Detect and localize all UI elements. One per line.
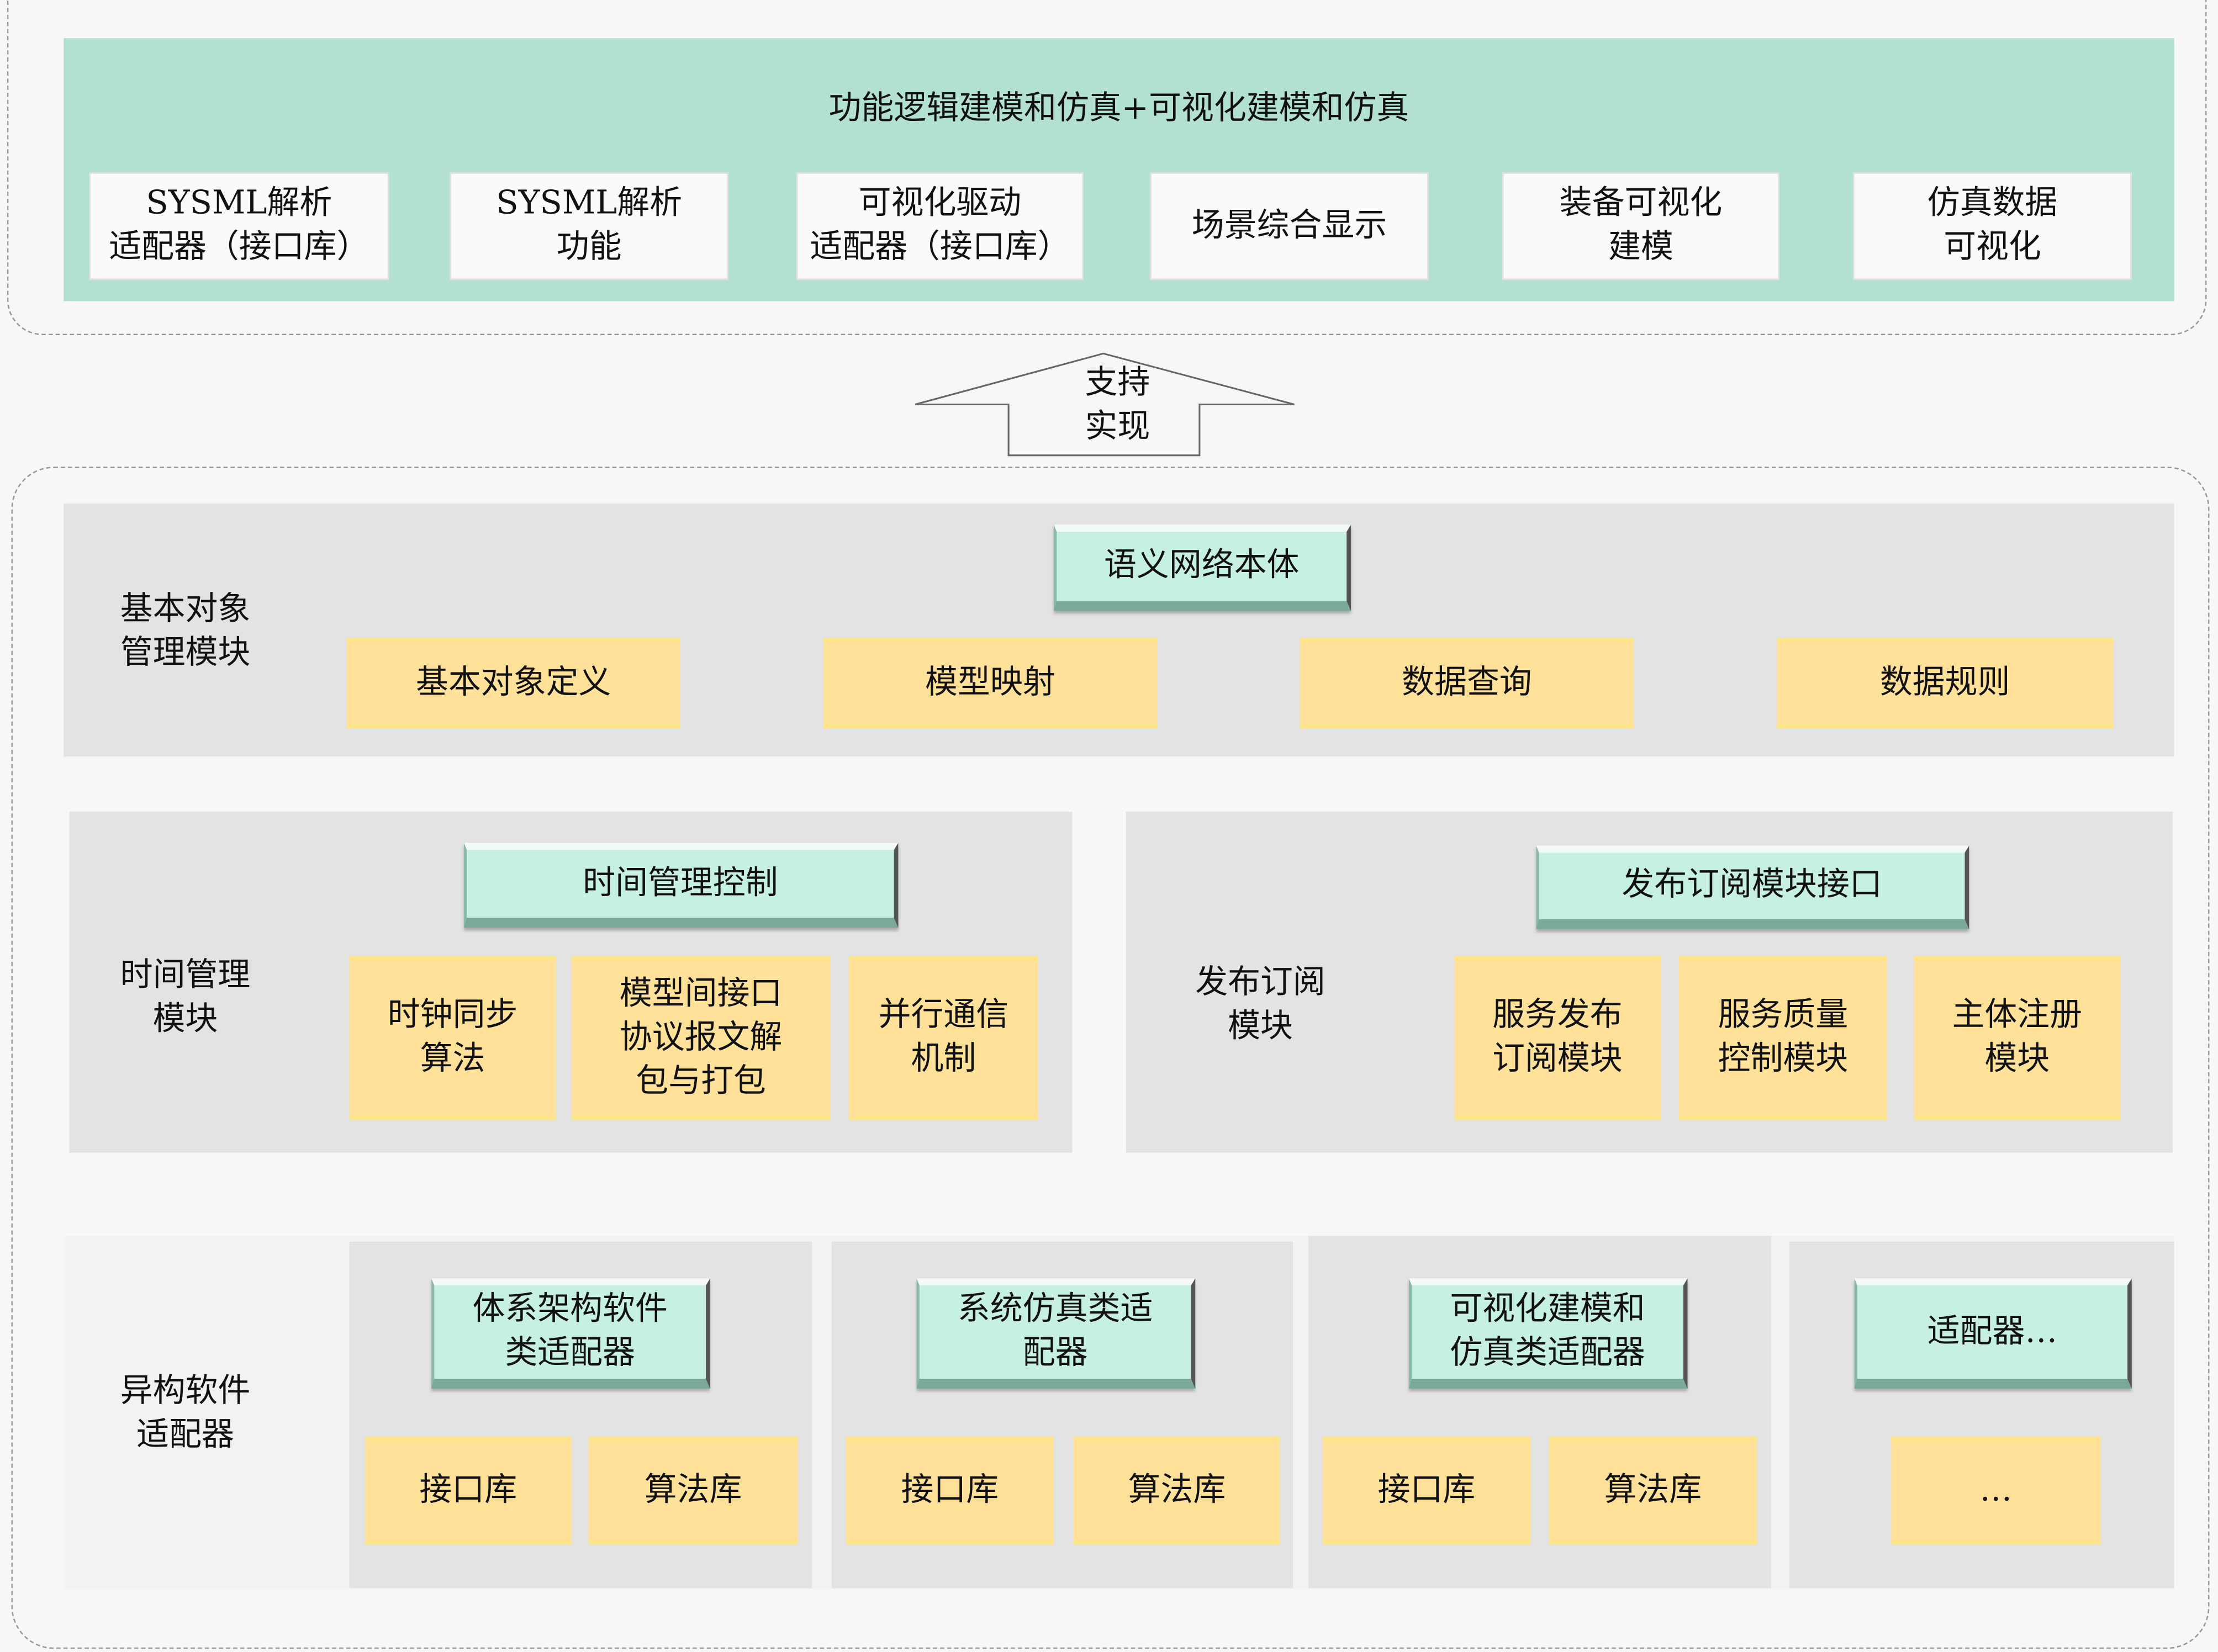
interface-protocol-packing: 模型间接口 协议报文解 包与打包: [571, 956, 831, 1120]
support-arrow-label: 支持 实现: [1085, 364, 1150, 446]
service-publish-subscribe: 服务发布 订阅模块: [1454, 956, 1661, 1120]
sim-data-visualization-box: 仿真数据 可视化: [1853, 172, 2132, 280]
top-layer-container: [7, 0, 2207, 336]
pubsub-interface-header: 发布订阅模块接口: [1536, 845, 1969, 929]
adapters-label: 异构软件 适配器: [120, 1373, 251, 1454]
time-control-header: 时间管理控制: [464, 843, 899, 928]
interface-library: 接口库: [365, 1437, 572, 1544]
support-arrow-icon: [915, 352, 1295, 457]
basic-object-definition: 基本对象定义: [346, 638, 680, 729]
modeling-simulation-band: [64, 38, 2174, 301]
system-sim-adapter-header: 系统仿真类适 配器: [916, 1278, 1196, 1389]
equipment-visual-modeling-box: 装备可视化 建模: [1502, 172, 1779, 280]
model-mapping: 模型映射: [823, 638, 1158, 729]
subject-registration: 主体注册 模块: [1914, 956, 2121, 1120]
algorithm-library: 算法库: [1549, 1437, 1757, 1544]
interface-library: 接口库: [1322, 1437, 1531, 1544]
visual-driver-adapter-box: 可视化驱动 适配器（接口库）: [796, 172, 1084, 280]
scene-display-box: 场景综合显示: [1150, 172, 1429, 280]
algorithm-library: 算法库: [588, 1437, 798, 1544]
bottom-layer-container: [11, 467, 2210, 1649]
clock-sync-algorithm: 时钟同步 算法: [349, 956, 556, 1120]
parallel-communication: 并行通信 机制: [848, 956, 1038, 1120]
interface-library: 接口库: [846, 1437, 1054, 1544]
basic-object-label: 基本对象 管理模块: [120, 591, 251, 672]
data-query: 数据查询: [1300, 638, 1634, 729]
top-layer-title: 功能逻辑建模和仿真+可视化建模和仿真: [828, 89, 1409, 127]
semantic-ontology-header: 语义网络本体: [1054, 525, 1351, 611]
data-rules: 数据规则: [1776, 638, 2114, 729]
architecture-adapter-header: 体系架构软件 类适配器: [431, 1278, 710, 1389]
algorithm-library: 算法库: [1073, 1437, 1280, 1544]
visualization-adapter-header: 可视化建模和 仿真类适配器: [1408, 1278, 1688, 1389]
more-items: …: [1891, 1437, 2101, 1544]
pubsub-label: 发布订阅 模块: [1195, 964, 1325, 1045]
time-management-label: 时间管理 模块: [120, 957, 251, 1038]
sysml-function-box: SYSML解析 功能: [450, 172, 729, 280]
more-adapters-header: 适配器…: [1854, 1278, 2132, 1389]
sysml-adapter-box: SYSML解析 适配器（接口库）: [89, 172, 389, 280]
qos-control: 服务质量 控制模块: [1679, 956, 1887, 1120]
